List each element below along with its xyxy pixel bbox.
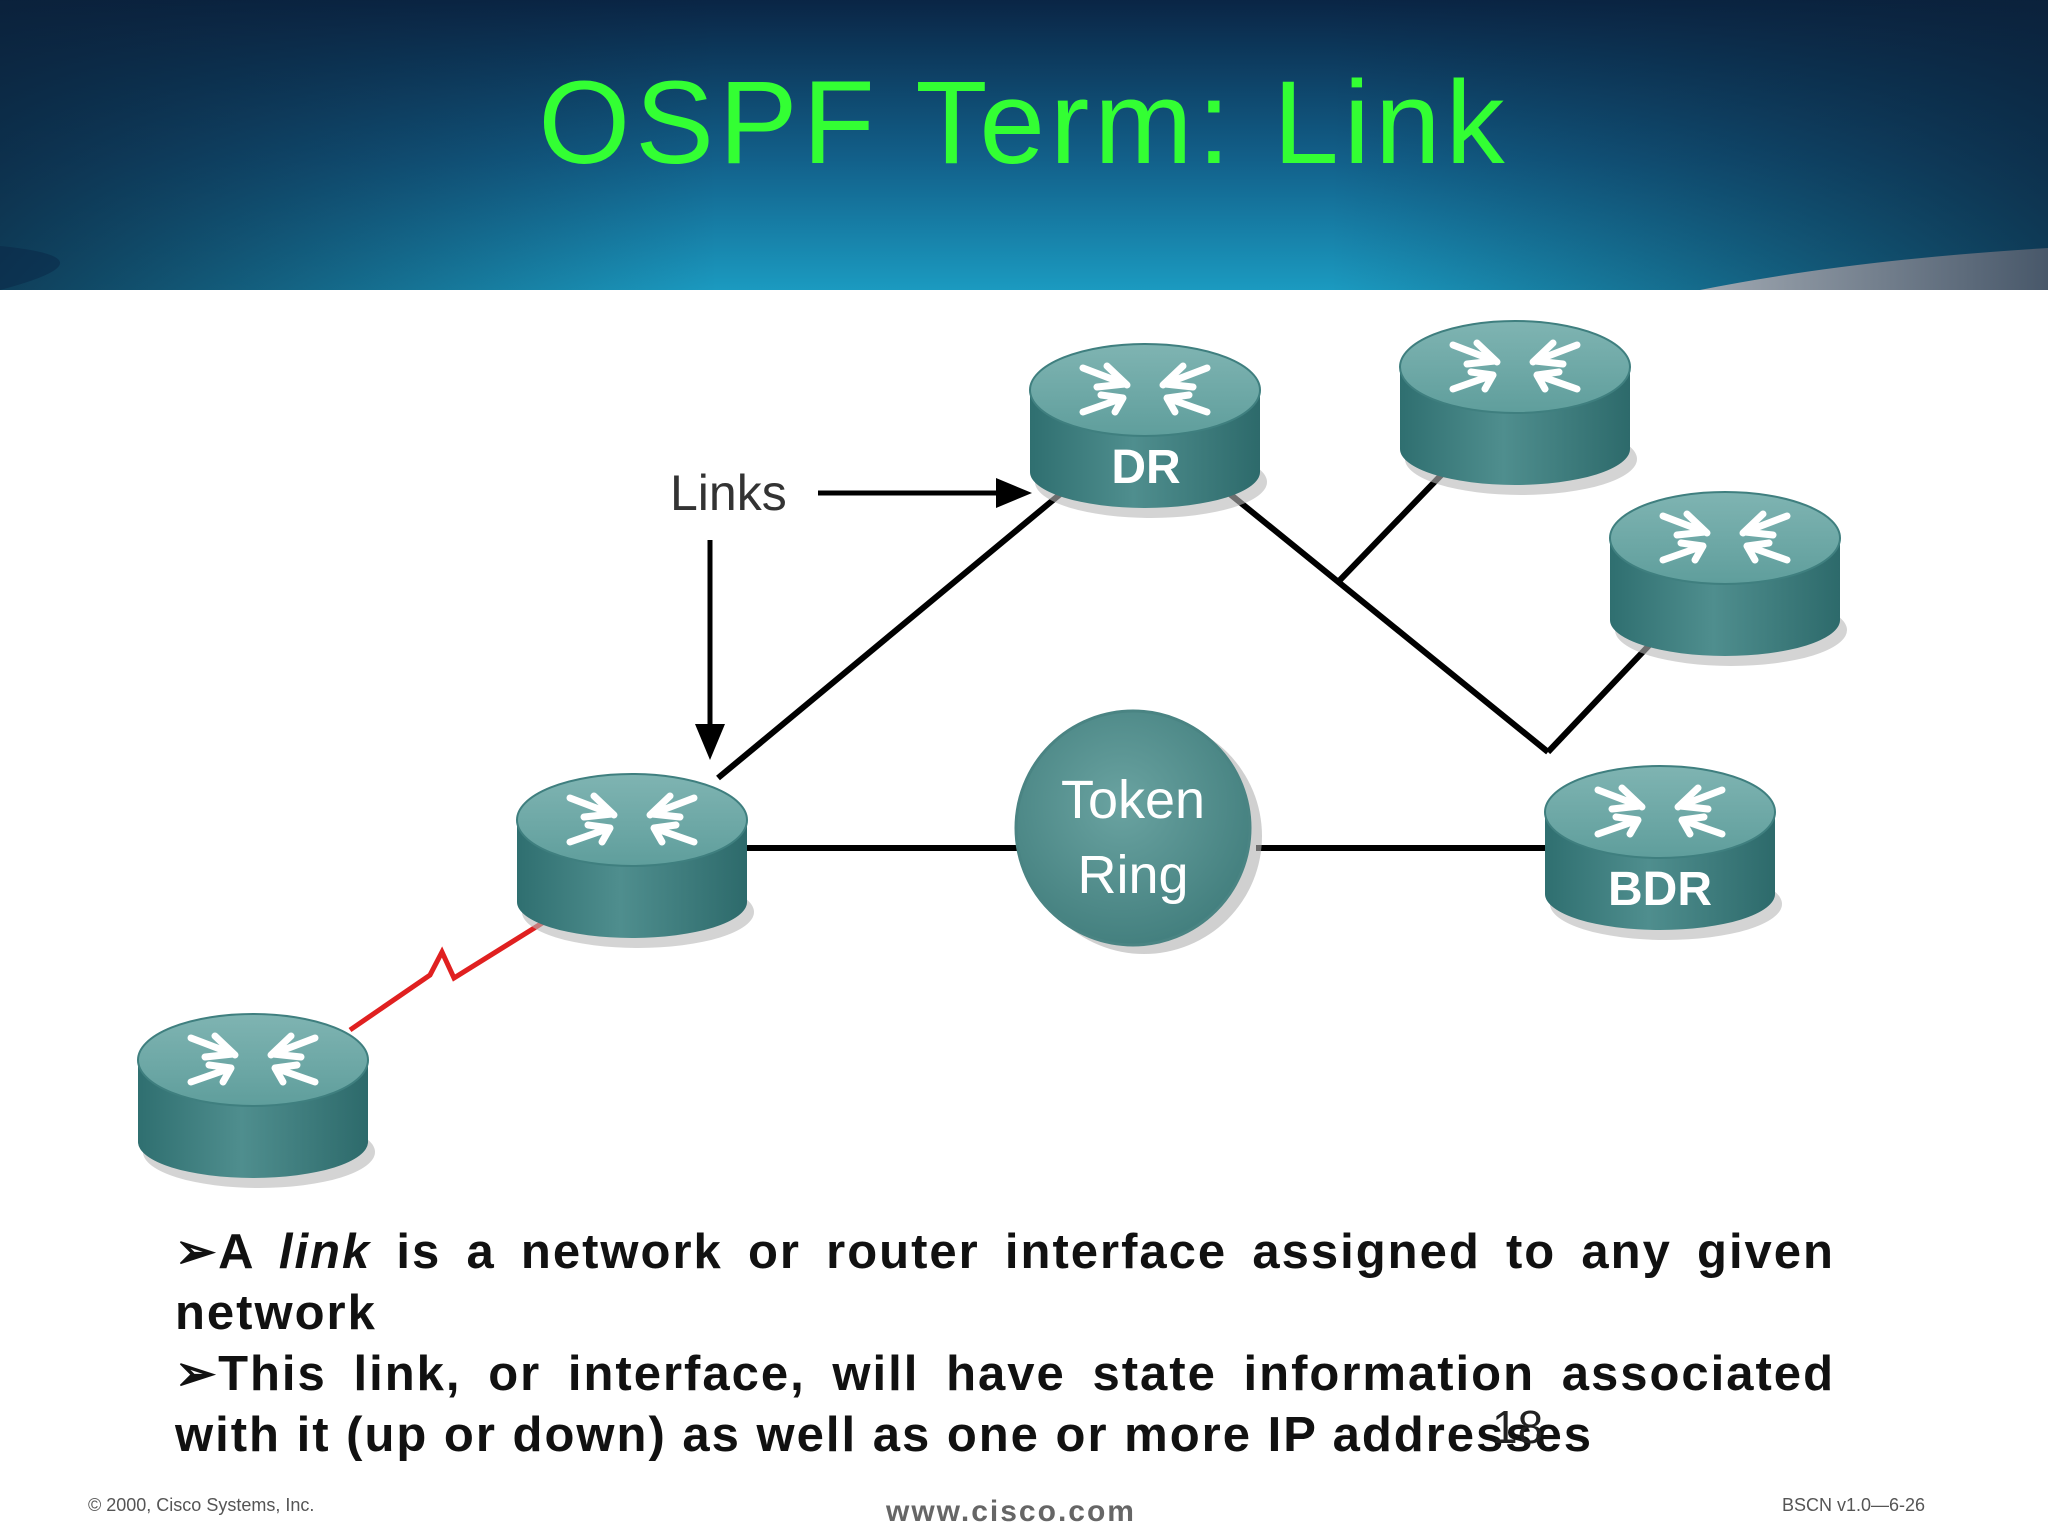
- router-left-icon: [517, 774, 754, 948]
- links-label: Links: [670, 465, 787, 521]
- footer-copyright: © 2000, Cisco Systems, Inc.: [88, 1495, 315, 1515]
- slide-title: OSPF Term: Link: [538, 57, 1510, 189]
- dr-label: DR: [1111, 441, 1180, 494]
- link-dr-bdr: [1218, 483, 1550, 755]
- router-top-right-icon: [1400, 321, 1637, 495]
- link-router-dr: [716, 483, 1072, 781]
- page-number: 18: [1492, 1401, 1544, 1453]
- links-pointer-arrows: [695, 478, 1032, 760]
- network-links: [716, 465, 1659, 851]
- bullet-item: ➢This link, or interface, will have stat…: [175, 1344, 1835, 1466]
- token-ring-icon: [1014, 709, 1262, 954]
- bullet-text: is a network or router interface assigne…: [175, 1225, 1835, 1340]
- bullet-item: ➢A link is a network or router interface…: [175, 1222, 1835, 1344]
- footer-course-code: BSCN v1.0—6-26: [1782, 1495, 1926, 1515]
- bullet-arrow-icon: ➢: [175, 1347, 219, 1401]
- bdr-label: BDR: [1608, 863, 1712, 916]
- link-branch-router-top: [1337, 465, 1451, 583]
- bullet-text: This link, or interface, will have state…: [175, 1347, 1835, 1462]
- token-ring-label-line2: Ring: [1077, 845, 1188, 905]
- footer-url: www.cisco.com: [886, 1495, 1136, 1528]
- link-branch-router-mid: [1545, 635, 1659, 755]
- bullet-list: ➢A link is a network or router interface…: [175, 1222, 1835, 1466]
- bullet-prefix: A: [218, 1225, 279, 1279]
- bullet-emphasis: link: [278, 1225, 372, 1279]
- router-bottom-left-icon: [138, 1014, 375, 1188]
- token-ring-label-line1: Token: [1061, 770, 1205, 830]
- bullet-arrow-icon: ➢: [175, 1225, 219, 1279]
- serial-link: [348, 909, 562, 1033]
- router-mid-right-icon: [1610, 492, 1847, 666]
